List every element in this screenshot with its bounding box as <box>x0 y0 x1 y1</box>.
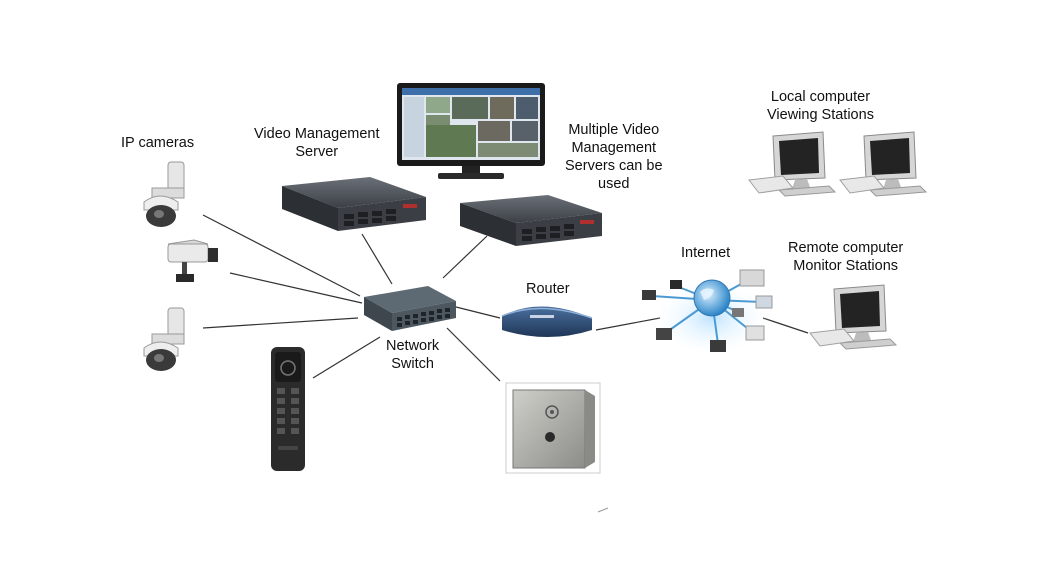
label-line: used <box>598 176 630 192</box>
label-remote-computer: Remote computer Monitor Stations <box>788 239 903 275</box>
label-line: Management <box>571 140 657 156</box>
router-icon <box>501 306 593 337</box>
link-router-internet <box>595 317 661 331</box>
link-server-switch <box>361 233 393 285</box>
label-line: Multiple Video <box>568 122 660 138</box>
internet-globe-icon <box>642 269 773 358</box>
ip-camera-icon <box>167 239 218 282</box>
ip-camera-icon <box>143 161 185 227</box>
link-camera3-switch <box>202 317 359 329</box>
stray-mark <box>597 507 609 513</box>
rack-server-icon <box>282 177 426 231</box>
link-keypad-switch <box>312 336 381 379</box>
label-internet: Internet <box>681 245 731 261</box>
label-line: Server <box>295 144 339 160</box>
desktop-computer-icon <box>839 131 928 197</box>
link-camera1-switch <box>202 214 361 297</box>
label-network-switch: Network Switch <box>386 337 439 373</box>
label-line: Monitor Stations <box>793 258 899 274</box>
label-line: Switch <box>391 356 434 372</box>
ip-camera-icon <box>143 307 185 371</box>
label-video-management-server: Video Management Server <box>254 125 380 161</box>
door-intercom-icon <box>505 382 601 474</box>
link-camera2-switch <box>229 272 363 304</box>
label-line: Remote computer <box>788 240 904 256</box>
connection-lines <box>202 214 809 382</box>
label-local-computer: Local computer Viewing Stations <box>767 88 874 124</box>
link-intercom-switch <box>446 327 501 382</box>
desktop-computer-icon <box>748 131 837 197</box>
access-keypad-icon <box>271 347 305 471</box>
link-switch-router <box>455 306 501 319</box>
network-switch-icon <box>364 286 456 331</box>
label-line: Local computer <box>770 89 871 105</box>
desktop-computer-icon <box>809 284 898 350</box>
label-ip-cameras: IP cameras <box>121 135 195 151</box>
label-line: Network <box>386 338 440 354</box>
label-router: Router <box>526 281 570 297</box>
rack-server-icon <box>460 195 602 246</box>
label-line: Video Management <box>254 126 380 142</box>
label-line: Viewing Stations <box>767 107 874 123</box>
label-multiple-servers: Multiple Video Management Servers can be… <box>565 121 663 193</box>
link-server2-switch <box>442 235 488 279</box>
label-line: Servers can be <box>565 158 663 174</box>
monitor-icon <box>397 83 545 179</box>
